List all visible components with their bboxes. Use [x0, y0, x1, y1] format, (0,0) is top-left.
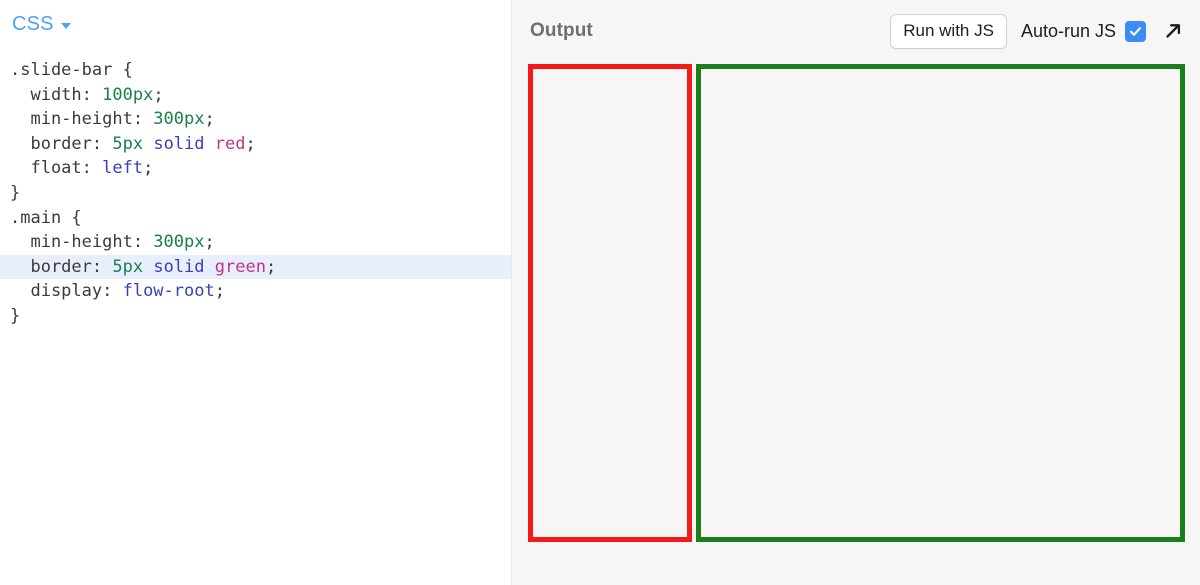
- code-token: .main {: [10, 207, 82, 228]
- code-token: width:: [10, 84, 103, 105]
- code-line[interactable]: min-height: 300px;: [0, 107, 511, 132]
- code-line[interactable]: width: 100px;: [0, 83, 511, 108]
- check-icon: [1129, 26, 1142, 36]
- code-token: left: [102, 158, 144, 179]
- code-token: red: [214, 133, 246, 154]
- language-selector[interactable]: CSS: [12, 13, 71, 36]
- code-token: ;: [143, 158, 154, 179]
- code-line[interactable]: border: 5px solid red;: [0, 132, 511, 157]
- code-token: border:: [10, 133, 113, 154]
- output-title: Output: [530, 20, 593, 41]
- auto-run-js-checkbox[interactable]: [1125, 20, 1146, 42]
- code-token: 100px: [102, 84, 154, 105]
- code-token: 5px: [112, 133, 144, 154]
- code-token: solid: [153, 133, 205, 154]
- code-token: .slide-bar {: [10, 60, 133, 80]
- code-line[interactable]: display: flow-root;: [0, 279, 511, 304]
- code-token: 300px: [153, 232, 205, 253]
- code-token: }: [10, 182, 21, 203]
- rendered-box-slide-bar: [528, 64, 692, 542]
- output-header: Output Run with JS Auto-run JS: [512, 0, 1200, 62]
- run-with-js-button[interactable]: Run with JS: [890, 13, 1007, 49]
- code-line[interactable]: .main {: [0, 206, 511, 231]
- code-line[interactable]: }: [0, 304, 511, 329]
- code-token: }: [10, 305, 21, 326]
- language-label: CSS: [12, 12, 54, 35]
- code-token: min-height:: [10, 109, 154, 130]
- code-token: ;: [265, 256, 277, 277]
- code-line[interactable]: .slide-bar {: [0, 58, 511, 83]
- output-actions: Run with JS Auto-run JS: [890, 13, 1186, 49]
- code-token: [143, 134, 153, 154]
- code-token: [143, 257, 153, 277]
- chevron-down-icon: [60, 22, 71, 29]
- arrow-up-right-icon: [1166, 24, 1181, 38]
- code-token: 5px: [112, 256, 144, 277]
- code-token: border:: [10, 256, 113, 277]
- code-token: solid: [153, 256, 205, 277]
- rendered-output-surface: [528, 62, 1200, 562]
- code-token: 300px: [153, 109, 205, 130]
- code-line[interactable]: }: [0, 181, 511, 206]
- css-editor-pane: CSS .slide-bar { width: 100px; min-heigh…: [0, 0, 512, 585]
- code-token: [205, 134, 215, 154]
- code-token: ;: [153, 84, 164, 105]
- auto-run-js-toggle[interactable]: Auto-run JS: [1020, 20, 1146, 42]
- code-token: min-height:: [10, 232, 154, 253]
- code-line[interactable]: border: 5px solid green;: [0, 254, 511, 280]
- auto-run-js-label: Auto-run JS: [1020, 20, 1116, 41]
- rendered-box-main: [696, 64, 1185, 542]
- code-content[interactable]: .slide-bar { width: 100px; min-height: 3…: [0, 48, 511, 329]
- code-token: ;: [245, 133, 256, 154]
- code-token: ;: [204, 109, 215, 130]
- code-token: float:: [10, 158, 103, 179]
- editor-header: CSS: [0, 0, 511, 48]
- code-line[interactable]: min-height: 300px;: [0, 230, 511, 255]
- code-token: [205, 257, 215, 277]
- code-token: display:: [10, 281, 123, 302]
- code-token: green: [214, 256, 266, 277]
- code-token: ;: [204, 232, 215, 253]
- code-token: flow-root: [122, 281, 215, 302]
- expand-output-button[interactable]: [1160, 20, 1186, 42]
- code-line[interactable]: float: left;: [0, 156, 511, 181]
- output-pane: Output Run with JS Auto-run JS: [512, 0, 1200, 585]
- code-token: ;: [214, 281, 225, 302]
